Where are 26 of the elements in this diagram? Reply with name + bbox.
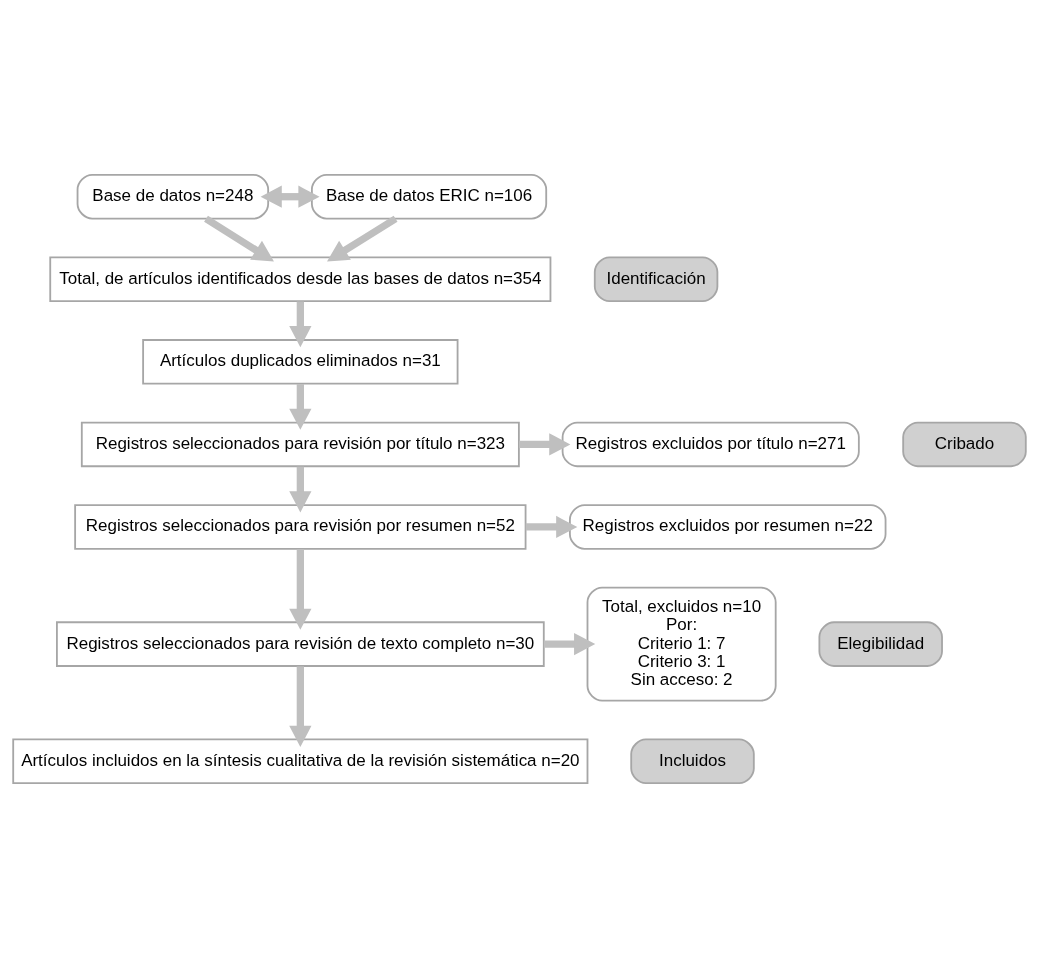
arrow (289, 666, 312, 747)
arrow (327, 215, 398, 262)
node-box: Total, excluidos n=10 Por: Criterio 1: 7 Criterio 3: 1 Sin acceso: 2 (586, 586, 777, 702)
node-box: Artículos incluidos en la síntesis cualitativa de la revisión sistemática n=20 (12, 738, 589, 785)
arrow (543, 633, 596, 656)
node-box: Identificación (593, 256, 719, 303)
arrow (519, 433, 571, 456)
node-box: Registros excluidos por resumen n=22 (569, 504, 887, 550)
node-box: Total, de artículos identificados desde las bases de datos n=354 (49, 256, 552, 303)
arrow (525, 515, 578, 539)
arrow (289, 384, 312, 430)
node-box: Incluidos (630, 738, 755, 785)
node-box: Base de datos ERIC n=106 (310, 173, 548, 220)
node-box: Cribado (902, 421, 1027, 468)
node-box: Registros seleccionados para revisión por título n=323 (80, 421, 520, 468)
node-box: Artículos duplicados eliminados n=31 (142, 339, 459, 385)
node-box: Registros seleccionados para revisión de texto completo n=30 (56, 621, 545, 667)
arrow (289, 549, 312, 630)
arrow (204, 215, 274, 262)
arrow (260, 185, 320, 208)
node-box: Elegibilidad (818, 621, 943, 667)
arrow (289, 301, 312, 348)
node-box: Registros excluidos por título n=271 (561, 421, 860, 468)
node-box: Registros seleccionados para revisión por resumen n=52 (74, 504, 527, 550)
arrow (289, 466, 312, 513)
node-box: Base de datos n=248 (76, 173, 270, 220)
